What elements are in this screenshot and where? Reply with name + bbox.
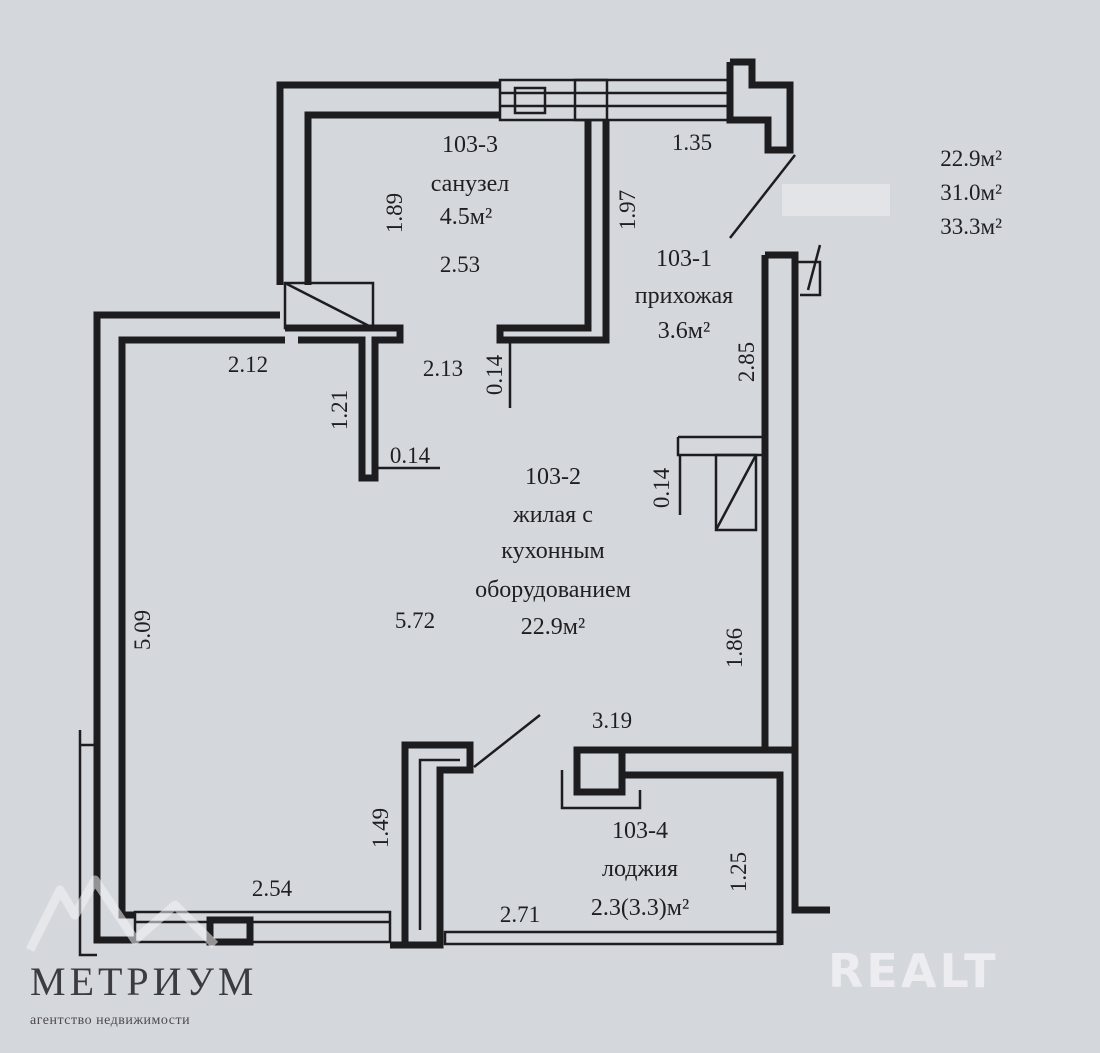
loggia-inner-wall <box>625 771 784 945</box>
window-frame-left <box>513 86 547 115</box>
bathroom-outer-wall <box>276 81 500 285</box>
left-edge-mark <box>78 730 97 957</box>
brand-subtitle: агентство недвижимости <box>30 1013 191 1028</box>
loggia-name: лоджия <box>602 856 678 882</box>
area-total-with-loggia: 33.3м² <box>940 214 1002 239</box>
left-outer-wall <box>93 311 280 944</box>
bathroom-name: санузел <box>431 171 510 197</box>
window-frame-mid <box>573 78 609 122</box>
living-name-3: оборудованием <box>475 577 631 603</box>
dim-135: 1.35 <box>672 130 712 155</box>
room-labels: 103-3 санузел 4.5м² 103-1 прихожая 3.6м²… <box>431 132 734 921</box>
dim-014-c: 0.14 <box>649 467 674 508</box>
dim-271: 2.71 <box>500 902 540 927</box>
hall-area: 3.6м² <box>658 318 710 344</box>
dim-319: 3.19 <box>592 708 632 733</box>
bottom-window-left <box>133 910 392 944</box>
left-inner-wall <box>118 336 285 919</box>
bathroom-right-wall <box>496 120 610 344</box>
loggia-step <box>560 770 642 810</box>
dim-254: 2.54 <box>252 876 293 901</box>
right-break <box>806 244 822 291</box>
blurred-area <box>782 184 890 216</box>
dim-197: 1.97 <box>615 190 640 230</box>
hall-name: прихожая <box>635 283 733 309</box>
area-total-general: 31.0м² <box>940 180 1002 205</box>
mountain-logo-icon <box>25 875 219 953</box>
window-mullion <box>206 916 254 946</box>
dim-121: 1.21 <box>327 390 352 430</box>
pointer-living <box>473 714 541 768</box>
kitchen-niche <box>676 435 767 457</box>
hall-number: 103-1 <box>656 246 712 272</box>
dim-509: 5.09 <box>130 610 155 650</box>
living-name-2: кухонным <box>501 538 604 564</box>
dim-186: 1.86 <box>722 628 747 668</box>
loggia-pillar <box>573 746 626 796</box>
loggia-number: 103-4 <box>612 818 668 844</box>
middle-pillar-inner <box>418 758 460 930</box>
loggia-area: 2.3(3.3)м² <box>591 895 689 921</box>
dim-149: 1.49 <box>368 808 393 848</box>
dimension-labels: 1.35 1.89 2.53 1.97 2.12 2.13 0.14 1.21 … <box>130 130 759 927</box>
dim-014-b: 0.14 <box>390 443 431 468</box>
bathroom-number: 103-3 <box>442 132 498 158</box>
dim-213: 2.13 <box>423 356 463 381</box>
bottom-window-right <box>443 930 782 946</box>
area-totals: 22.9м² 31.0м² 33.3м² <box>940 142 1002 244</box>
brand-name: МЕТРИУМ <box>30 959 258 1004</box>
bathroom-area: 4.5м² <box>440 204 492 230</box>
middle-pillar <box>390 741 474 949</box>
shaft-diagonal <box>284 281 374 330</box>
dim-125: 1.25 <box>726 852 751 892</box>
dim-212: 2.12 <box>228 352 268 377</box>
dim-253: 2.53 <box>440 252 480 277</box>
brand-block: МЕТРИУМ агентство недвижимости <box>30 958 257 1029</box>
dim-285: 2.85 <box>734 342 759 382</box>
living-number: 103-2 <box>525 464 581 490</box>
bathroom-inner-wall <box>304 111 500 285</box>
living-area: 22.9м² <box>521 614 585 640</box>
living-name-1: жилая с <box>512 502 593 528</box>
top-right-pillar <box>726 58 794 154</box>
bathroom-bottom-wall <box>285 324 404 482</box>
walls <box>78 58 830 957</box>
right-jog <box>795 260 822 297</box>
dim-189: 1.89 <box>382 193 407 233</box>
dim-572: 5.72 <box>395 608 435 633</box>
realt-watermark: REALT <box>828 944 999 998</box>
right-outer-wall <box>765 251 830 914</box>
kitchen-shaft <box>714 453 758 532</box>
dim-014-a: 0.14 <box>482 354 507 395</box>
pointer-hall <box>729 154 796 239</box>
area-total-living: 22.9м² <box>940 146 1002 171</box>
kitchen-shaft-diagonal <box>714 454 758 531</box>
